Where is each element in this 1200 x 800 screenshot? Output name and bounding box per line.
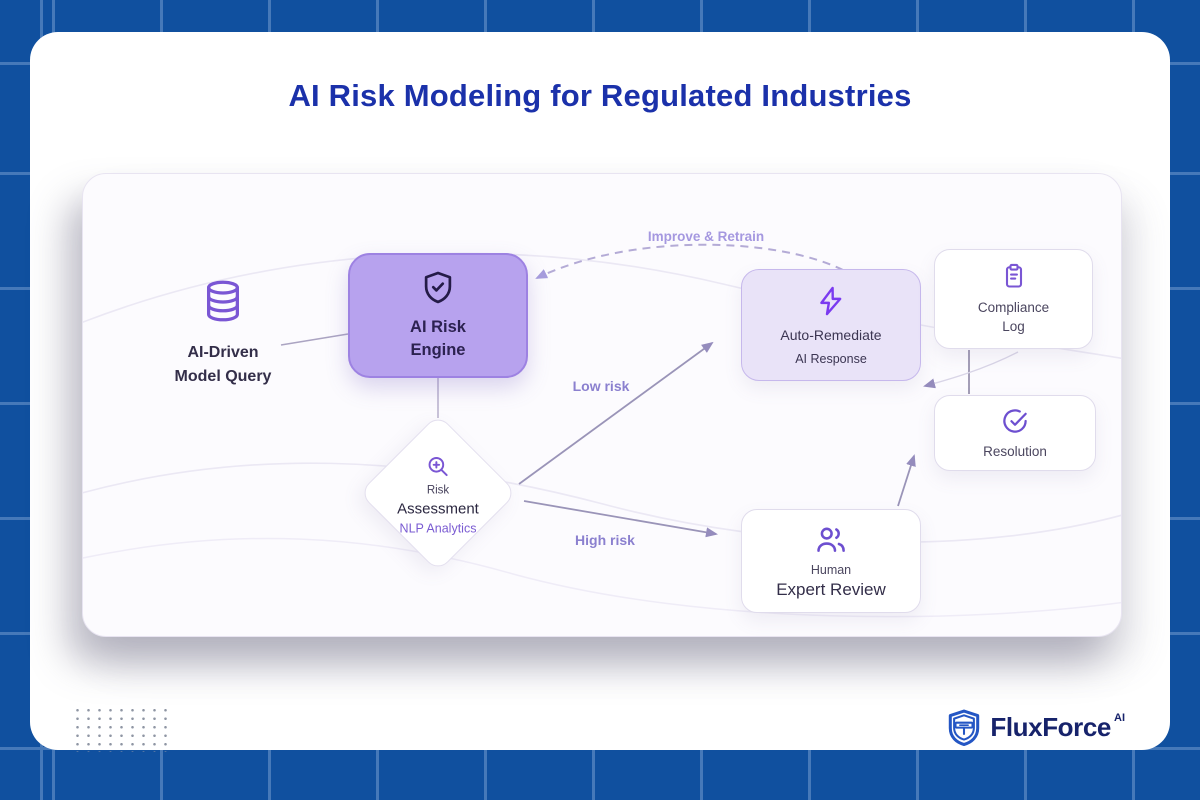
shield-check-icon (419, 269, 457, 307)
content-card: AI Risk Modeling for Regulated Industrie… (30, 32, 1170, 752)
node-compliance-log: Compliance Log (934, 249, 1093, 349)
edge-query-to-engine (280, 333, 349, 346)
node-compliance-log-line1: Compliance (977, 300, 1050, 315)
node-model-query-line1: AI-Driven (187, 344, 259, 361)
node-model-query: AI-Driven Model Query (143, 278, 303, 389)
edge-improve-retrain (535, 243, 844, 279)
node-human-expert-review-line2: Expert Review (776, 579, 886, 599)
node-auto-remediate: Auto-Remediate AI Response (741, 269, 921, 381)
brand-name: FluxForce (990, 711, 1111, 742)
shield-logo-icon (947, 709, 981, 746)
edge-low-risk (518, 341, 714, 485)
check-circle-icon (1000, 406, 1030, 436)
database-icon (200, 280, 246, 328)
node-risk-engine-line1: AI Risk (410, 318, 466, 336)
edge-review-to-resolution (897, 454, 916, 507)
lightning-icon (815, 285, 847, 317)
node-risk-assessment-line3: NLP Analytics (399, 521, 477, 536)
clipboard-icon (1000, 262, 1028, 290)
edge-high-risk (523, 500, 718, 538)
brand-suffix: AI (1114, 712, 1125, 724)
node-resolution: Resolution (934, 395, 1096, 471)
brand-logo: FluxForce AI (947, 708, 1125, 746)
edge-label-improve-retrain: Improve & Retrain (647, 229, 765, 244)
node-risk-engine: AI Risk Engine (348, 253, 528, 378)
edge-label-high-risk: High risk (575, 532, 635, 548)
node-human-expert-review-line1: Human (810, 562, 852, 577)
edge-log-to-remediate (923, 351, 1019, 389)
decorative-wave (83, 462, 1121, 543)
node-auto-remediate-line1: Auto-Remediate (780, 326, 882, 343)
page-title: AI Risk Modeling for Regulated Industrie… (288, 78, 912, 113)
magnifier-plus-icon (425, 453, 451, 479)
node-human-expert-review: Human Expert Review (741, 509, 921, 613)
node-risk-assessment-line1: Risk (426, 484, 450, 497)
node-compliance-log-line2: Log (1002, 319, 1025, 334)
decorative-wave (83, 537, 1121, 618)
node-risk-assessment-line2: Assessment (397, 500, 479, 518)
edge-label-low-risk: Low risk (572, 378, 630, 394)
node-risk-assessment: Risk Assessment NLP Analytics (358, 413, 518, 573)
dots-pattern (72, 706, 170, 752)
node-auto-remediate-line2: AI Response (795, 351, 867, 366)
node-resolution-label: Resolution (983, 443, 1047, 459)
diagram-panel: Improve & Retrain Low risk High risk AI-… (82, 173, 1122, 637)
node-risk-engine-line2: Engine (410, 341, 466, 359)
node-model-query-line2: Model Query (174, 368, 272, 385)
users-icon (814, 523, 848, 557)
